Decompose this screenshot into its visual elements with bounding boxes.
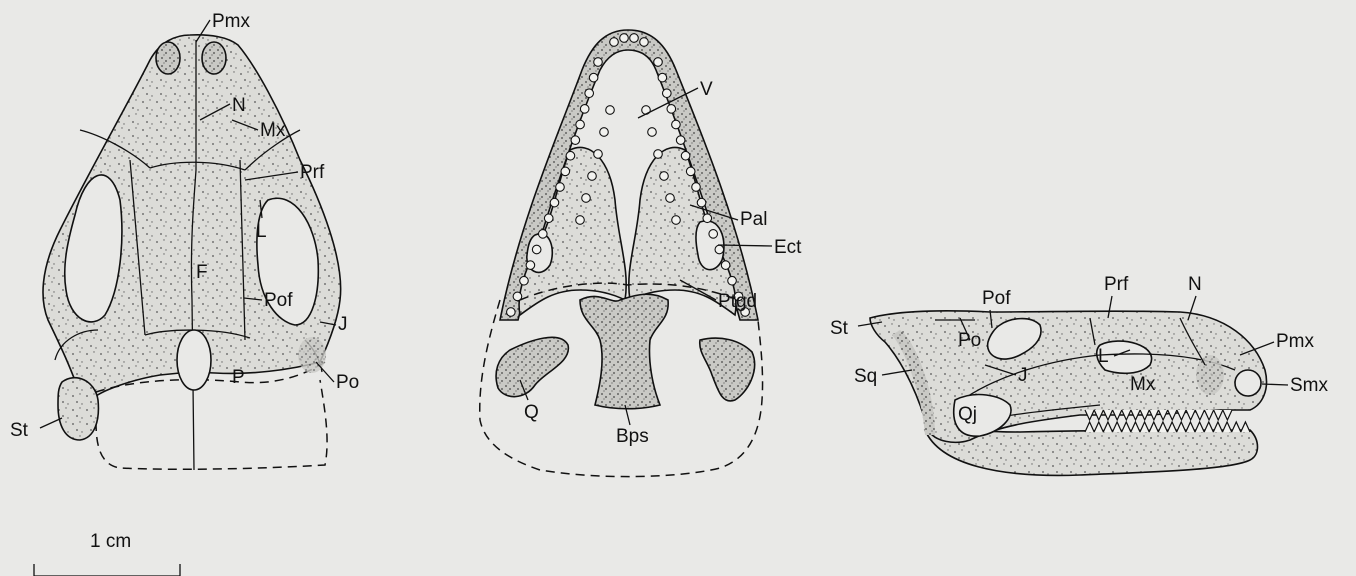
label-l-dorsal: L xyxy=(256,221,267,242)
tooth-socket xyxy=(520,276,529,285)
tooth-socket xyxy=(606,106,615,115)
label-pmx-dorsal: Pmx xyxy=(212,11,251,32)
tooth-socket xyxy=(620,34,629,43)
tooth-socket xyxy=(580,105,589,114)
label-po-lateral: Po xyxy=(958,330,981,351)
label-pmx-lateral: Pmx xyxy=(1276,331,1315,352)
palatal-skull xyxy=(480,30,763,477)
label-st-dorsal: St xyxy=(10,420,29,441)
label-mx-lateral: Mx xyxy=(1130,374,1156,395)
label-p-dorsal: P xyxy=(232,367,245,388)
tooth-socket xyxy=(544,214,553,223)
lateral-skull xyxy=(870,311,1267,476)
tooth-socket xyxy=(594,58,603,67)
label-st-lateral: St xyxy=(830,318,849,339)
tooth-socket xyxy=(697,198,706,207)
label-j-lateral: J xyxy=(1018,365,1028,386)
tooth-socket xyxy=(594,150,603,159)
tooth-socket xyxy=(576,120,585,129)
label-pof-lateral: Pof xyxy=(982,288,1011,309)
tooth-socket xyxy=(640,38,649,47)
tooth-socket xyxy=(648,128,657,137)
tooth-socket xyxy=(585,89,594,98)
dorsal-skull xyxy=(43,35,341,470)
label-qj: Qj xyxy=(958,404,977,425)
label-sq: Sq xyxy=(854,366,877,387)
label-f-dorsal: F xyxy=(196,262,208,283)
tooth-socket xyxy=(692,183,701,192)
tooth-socket xyxy=(526,261,535,270)
tooth-socket xyxy=(507,308,516,317)
label-l-lateral: L xyxy=(1098,346,1109,367)
label-q: Q xyxy=(524,402,539,423)
tooth-socket xyxy=(630,34,639,43)
label-j-dorsal: J xyxy=(338,314,348,335)
label-v: V xyxy=(700,79,713,100)
tooth-socket xyxy=(703,214,712,223)
label-ect: Ect xyxy=(774,237,802,258)
tooth-socket xyxy=(672,120,681,129)
scale-label: 1 cm xyxy=(90,531,131,552)
tooth-socket xyxy=(610,38,619,47)
label-prf-lateral: Prf xyxy=(1104,274,1129,295)
tooth-socket xyxy=(582,194,591,203)
tooth-socket xyxy=(654,58,663,67)
tooth-socket xyxy=(600,128,609,137)
label-ptgd: Ptgd xyxy=(718,291,757,312)
tooth-socket xyxy=(709,230,718,239)
tooth-socket xyxy=(556,183,565,192)
label-prf-dorsal: Prf xyxy=(300,162,325,183)
label-n-dorsal: N xyxy=(232,95,246,116)
tooth-socket xyxy=(588,172,597,181)
label-smx: Smx xyxy=(1290,375,1329,396)
tooth-socket xyxy=(663,89,672,98)
tooth-socket xyxy=(672,216,681,225)
tooth-socket xyxy=(721,261,730,270)
tooth-socket xyxy=(566,151,575,160)
label-n-lateral: N xyxy=(1188,274,1202,295)
tooth-socket xyxy=(513,292,522,301)
tooth-socket xyxy=(715,245,724,254)
scale-bar: 1 cm xyxy=(34,531,180,576)
label-mx-dorsal: Mx xyxy=(260,120,286,141)
tooth-socket xyxy=(561,167,570,176)
tooth-socket xyxy=(532,245,541,254)
tooth-socket xyxy=(654,150,663,159)
tooth-socket xyxy=(728,276,737,285)
tooth-socket xyxy=(666,194,675,203)
label-bps: Bps xyxy=(616,426,649,447)
tooth-socket xyxy=(658,73,667,82)
label-pof-dorsal: Pof xyxy=(264,290,293,311)
tooth-socket xyxy=(538,230,547,239)
tooth-socket xyxy=(550,198,559,207)
tooth-socket xyxy=(589,73,598,82)
tooth-socket xyxy=(571,136,580,145)
label-pal: Pal xyxy=(740,209,767,230)
tooth-socket xyxy=(681,151,690,160)
tooth-socket xyxy=(686,167,695,176)
tooth-socket xyxy=(576,216,585,225)
tooth-socket xyxy=(667,105,676,114)
tooth-socket xyxy=(660,172,669,181)
tooth-socket xyxy=(676,136,685,145)
label-po-dorsal: Po xyxy=(336,372,359,393)
